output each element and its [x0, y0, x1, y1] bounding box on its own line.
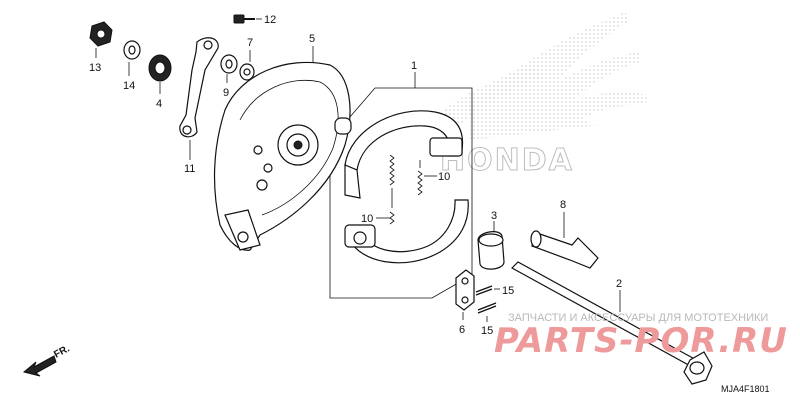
label-14: 14	[123, 80, 135, 92]
label-2: 2	[616, 278, 622, 290]
front-arrow: FR.	[22, 343, 72, 377]
washer-14: 14	[123, 40, 141, 92]
label-9: 9	[223, 87, 229, 99]
axle: 2	[511, 261, 713, 385]
label-11: 11	[184, 163, 195, 175]
front-direction-label: FR.	[52, 343, 72, 360]
washer-9: 9	[220, 54, 238, 99]
plate: 6	[455, 269, 475, 336]
nut-7: 7	[239, 37, 255, 81]
label-15-upper: 15	[502, 285, 514, 297]
cotter-pins: 15 15	[475, 285, 514, 337]
brake-arm: 11	[179, 37, 219, 175]
label-10-lower: 10	[361, 213, 373, 225]
label-13: 13	[89, 62, 101, 74]
bolt: 12	[233, 14, 276, 26]
watermark-tagline: ЗАПЧАСТИ И АКСЕССУАРЫ ДЛЯ МОТОТЕХНИКИ	[508, 312, 768, 324]
collar: 3	[477, 210, 505, 270]
diagram-code: MJA4F1801	[721, 384, 770, 394]
label-10-upper: 10	[438, 171, 450, 183]
label-1: 1	[411, 60, 417, 72]
label-5: 5	[309, 33, 315, 45]
label-8: 8	[560, 199, 566, 211]
watermark-logo: PARTS-POR.RU	[494, 321, 788, 361]
nut-13: 13	[89, 21, 113, 74]
honda-wing-watermark: HONDA	[430, 12, 648, 179]
label-7: 7	[247, 37, 253, 49]
label-15-lower: 15	[481, 325, 493, 337]
brake-cam: 8	[530, 199, 599, 269]
brake-shoe-assembly: 1 10 10	[329, 60, 473, 299]
seal-4: 4	[148, 54, 172, 110]
brake-panel: 5	[213, 33, 352, 251]
label-12: 12	[264, 14, 276, 26]
label-3: 3	[491, 210, 497, 222]
label-4: 4	[156, 98, 162, 110]
site-watermark: ЗАПЧАСТИ И АКСЕССУАРЫ ДЛЯ МОТОТЕХНИКИ PA…	[494, 312, 788, 361]
label-6: 6	[459, 324, 465, 336]
